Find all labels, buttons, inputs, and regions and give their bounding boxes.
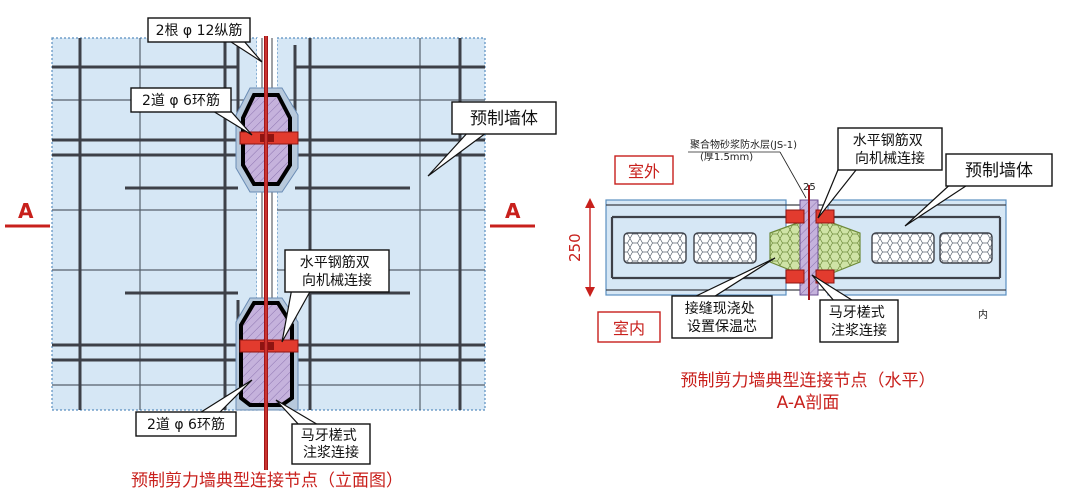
callout-wall: 预制墙体 — [451, 101, 557, 135]
label-longitudinal: 2根 φ 12纵筋 — [156, 22, 243, 39]
label-outside-box: 室外 — [614, 155, 674, 185]
section-caption-line1: 预制剪力墙典型连接节点（水平） — [681, 371, 936, 391]
dimension-25-text: 25 — [803, 182, 816, 193]
wall-panel-right — [276, 37, 486, 411]
section-caption-line2: A-A剖面 — [777, 393, 840, 413]
callout-ring-bottom: 2道 φ 6环筋 — [135, 411, 237, 437]
label-joint: 接缝现浇处 设置保温芯 — [685, 300, 759, 335]
callout-longitudinal: 2根 φ 12纵筋 — [147, 17, 251, 43]
label-joint-line2: 设置保温芯 — [687, 319, 757, 335]
elevation-view: A A 2根 φ 12纵筋 2道 φ 6环筋 预制墙体 — [5, 17, 557, 491]
label-section-grout-line2: 注浆连接 — [831, 322, 887, 339]
label-section-grout: 马牙槎式 注浆连接 — [829, 305, 889, 339]
callout-section-mechanical: 水平钢筋双 向机械连接 — [837, 127, 943, 171]
rebar-grid — [52, 38, 485, 410]
thin-grid — [52, 38, 485, 410]
label-section-grout-line1: 马牙槎式 — [829, 305, 885, 321]
section-mark-left: A — [5, 199, 50, 228]
label-mechanical: 水平钢筋双 向机械连接 — [300, 254, 374, 289]
label-inside: 室内 — [613, 319, 645, 338]
label-mechanical-line1: 水平钢筋双 — [300, 254, 370, 271]
label-inside-box: 室内 — [597, 311, 661, 343]
label-membrane-thick: (厚1.5mm) — [700, 151, 753, 163]
dimension-250-text: 250 — [566, 233, 584, 262]
callout-mechanical: 水平钢筋双 向机械连接 — [284, 249, 390, 293]
label-section-mechanical-line2: 向机械连接 — [855, 150, 925, 167]
elevation-leaders — [195, 39, 492, 427]
section-view: 250 25 聚合物砂浆防水层(JS-1) (厚1.5mm) 室外 室内 — [566, 127, 1053, 413]
label-grout-line1: 马牙槎式 — [301, 428, 357, 444]
callout-joint: 接缝现浇处 设置保温芯 — [671, 295, 773, 339]
label-section-mechanical-line1: 水平钢筋双 — [853, 132, 923, 149]
label-joint-line1: 接缝现浇处 — [685, 300, 755, 317]
label-ring-top: 2道 φ 6环筋 — [142, 92, 220, 109]
label-outside: 室外 — [628, 162, 660, 181]
label-ring-bottom: 2道 φ 6环筋 — [147, 416, 225, 433]
insulation-blocks — [623, 232, 993, 264]
callout-ring-top: 2道 φ 6环筋 — [130, 87, 232, 113]
label-mechanical-line2: 向机械连接 — [302, 272, 372, 289]
membrane-note: 聚合物砂浆防水层(JS-1) (厚1.5mm) — [688, 138, 807, 199]
note-inner: 内 — [978, 308, 988, 321]
label-grout: 马牙槎式 注浆连接 — [301, 428, 361, 461]
label-grout-line2: 注浆连接 — [303, 444, 359, 461]
callout-section-wall: 预制墙体 — [945, 153, 1053, 187]
label-section-mechanical: 水平钢筋双 向机械连接 — [853, 132, 927, 167]
section-mark-right-text: A — [505, 199, 521, 223]
section-mark-right: A — [490, 199, 535, 228]
label-wall: 预制墙体 — [470, 109, 538, 129]
callout-grout: 马牙槎式 注浆连接 — [291, 423, 371, 465]
section-mark-left-text: A — [18, 199, 34, 223]
dimension-250: 250 — [566, 198, 595, 297]
callout-section-grout: 马牙槎式 注浆连接 — [819, 299, 899, 343]
elevation-caption: 预制剪力墙典型连接节点（立面图） — [131, 471, 403, 491]
label-section-wall: 预制墙体 — [965, 161, 1033, 181]
label-membrane: 聚合物砂浆防水层(JS-1) — [690, 138, 797, 151]
